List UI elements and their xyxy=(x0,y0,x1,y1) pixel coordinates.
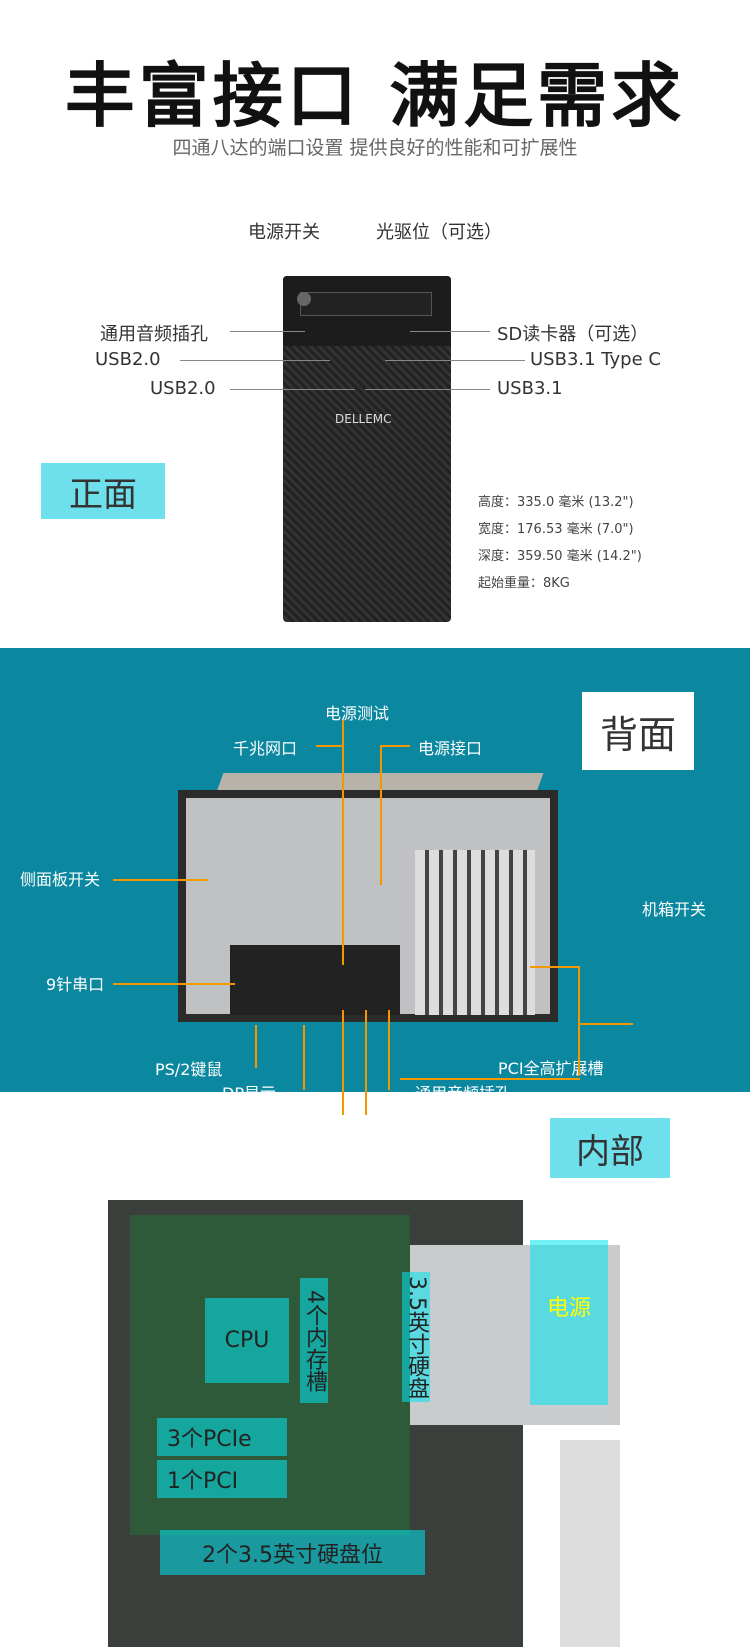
memory-overlay: 4个内存槽 xyxy=(300,1278,328,1403)
leader-line xyxy=(578,966,580,1076)
label-chassis-switch: 机箱开关 xyxy=(642,900,707,919)
spec-depth: 深度：359.50 毫米 (14.2") xyxy=(478,549,642,564)
leader-line xyxy=(255,1025,257,1068)
leader-line xyxy=(365,1010,367,1115)
pcie-overlay: 3个PCIe xyxy=(157,1418,287,1456)
label-usb20-b: USB2.0 xyxy=(150,378,216,399)
spec-width: 宽度：176.53 毫米 (7.0") xyxy=(478,522,634,537)
leader-line xyxy=(180,360,330,361)
leader-line xyxy=(303,1025,305,1090)
leader-line xyxy=(365,389,490,390)
leader-line xyxy=(342,1010,344,1115)
label-gbe: 千兆网口 xyxy=(233,739,298,758)
leader-line xyxy=(113,983,235,985)
label-usb20: USB2.0 xyxy=(268,1105,327,1124)
leader-line xyxy=(530,966,578,968)
spec-height: 高度：335.0 毫米 (13.2") xyxy=(478,495,634,510)
label-serial: 9针串口 xyxy=(46,975,105,994)
pci-slots xyxy=(415,850,535,1015)
spec-weight: 起始重量：8KG xyxy=(478,576,570,591)
psu-overlay: 电源 xyxy=(530,1240,608,1405)
leader-line xyxy=(380,745,410,747)
label-usb31: USB3.1 xyxy=(383,1105,442,1124)
interior-tag: 内部 xyxy=(550,1118,670,1178)
back-tag: 背面 xyxy=(582,692,694,770)
label-side-switch: 侧面板开关 xyxy=(20,870,101,889)
leader-line xyxy=(400,1078,580,1080)
drive-cage xyxy=(560,1440,620,1647)
label-optical: 光驱位（可选） xyxy=(376,222,502,243)
brand-logo: DELLEMC xyxy=(335,412,392,426)
label-pci: PCI全高扩展槽 xyxy=(498,1059,604,1078)
label-psu-test: 电源测试 xyxy=(325,704,390,723)
label-power-switch: 电源开关 xyxy=(248,222,320,243)
front-tag: 正面 xyxy=(41,463,165,519)
power-button-icon xyxy=(297,292,311,306)
io-panel xyxy=(230,945,400,1015)
label-usb31: USB3.1 xyxy=(497,378,563,399)
leader-line xyxy=(230,331,305,332)
leader-line xyxy=(410,331,490,332)
leader-line xyxy=(316,745,342,747)
pci-overlay: 1个PCI xyxy=(157,1460,287,1498)
drive-bays-overlay: 2个3.5英寸硬盘位 xyxy=(160,1530,425,1575)
leader-line xyxy=(230,389,355,390)
page-title: 丰富接口 满足需求 xyxy=(64,55,686,137)
leader-line xyxy=(113,879,208,881)
leader-line xyxy=(388,1010,390,1090)
leader-line xyxy=(385,360,525,361)
label-usb20-a: USB2.0 xyxy=(95,349,161,370)
label-usb31c: USB3.1 Type C xyxy=(530,349,661,370)
hdd-overlay: 3.5英寸硬盘 xyxy=(402,1272,430,1402)
leader-line xyxy=(342,745,344,965)
leader-line xyxy=(380,745,382,885)
label-sd: SD读卡器（可选） xyxy=(497,324,649,345)
label-dp: DP显示 xyxy=(222,1084,276,1103)
cpu-overlay: CPU xyxy=(205,1298,289,1383)
label-audio: 通用音频插孔 xyxy=(415,1084,512,1103)
label-audio: 通用音频插孔 xyxy=(100,324,208,345)
leader-line xyxy=(578,1023,633,1025)
label-power-in: 电源接口 xyxy=(418,739,483,758)
page-subtitle: 四通八达的端口设置 提供良好的性能和可扩展性 xyxy=(172,137,578,159)
optical-drive-bay xyxy=(300,292,432,316)
label-ps2: PS/2键鼠 xyxy=(155,1060,223,1079)
